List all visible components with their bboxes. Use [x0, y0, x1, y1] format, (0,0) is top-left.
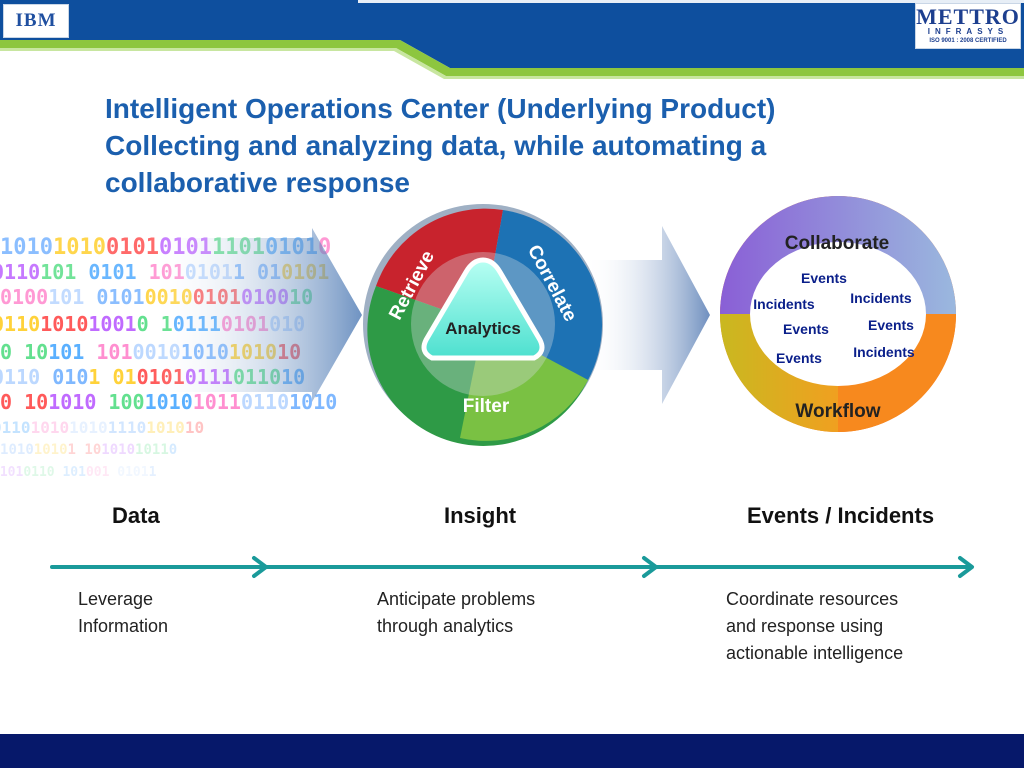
stage-label-events-incidents: Events / Incidents [747, 503, 935, 528]
timeline-arrow-2 [642, 556, 658, 578]
response-item-events: Events [801, 270, 847, 286]
metro-logo-cert: ISO 9001 : 2008 CERTIFIED [929, 38, 1007, 44]
analytics-wheel [363, 204, 603, 446]
response-wheel [720, 196, 956, 432]
desc-line: and response using [726, 616, 884, 636]
analytics-triangle [421, 257, 545, 361]
timeline-arrow-3 [958, 556, 974, 578]
stage-desc-events: Coordinate resources and response using … [726, 586, 903, 667]
ibm-logo: IBM [3, 4, 69, 38]
process-diagram: Analytics Retrieve Correlate Filter Coll… [150, 196, 956, 446]
desc-line: Leverage [78, 589, 154, 609]
footer-bar [0, 734, 1024, 768]
response-item-events: Events [783, 321, 829, 337]
response-item-events: Events [868, 317, 914, 333]
title-line-2: Collecting and analyzing data, while aut… [105, 130, 767, 161]
timeline [50, 556, 974, 578]
filter-segment-label: Filter [463, 396, 510, 417]
response-wheel-center [750, 242, 926, 386]
analytics-center-label: Analytics [445, 319, 521, 338]
metro-logo-name: METTRO [916, 4, 1020, 29]
data-flow-arrow [150, 228, 362, 402]
binary-row: 0 101010 1001010101101101010 [0, 390, 338, 414]
header-banner [0, 0, 1024, 79]
desc-line: Coordinate resources [726, 589, 899, 609]
collaborate-label: Collaborate [785, 233, 890, 254]
workflow-label: Workflow [795, 401, 880, 422]
response-item-events: Events [776, 350, 822, 366]
ibm-logo-text: IBM [15, 10, 57, 31]
slide-title: Intelligent Operations Center (Underlyin… [105, 90, 985, 201]
metro-logo-sub: INFRASYS [927, 27, 1009, 36]
stage-label-data: Data [112, 503, 160, 528]
desc-line: Anticipate problems [377, 589, 536, 609]
insight-flow-arrow [585, 226, 710, 404]
desc-line: through analytics [377, 616, 514, 636]
metro-infrasys-logo: METTRO INFRASYS ISO 9001 : 2008 CERTIFIE… [915, 3, 1021, 49]
response-item-incidents: Incidents [850, 290, 912, 306]
response-item-incidents: Incidents [753, 296, 815, 312]
timeline-arrow-1 [252, 556, 268, 578]
binary-row: 01010110 101001 01011 [0, 465, 157, 480]
desc-line: Information [78, 616, 169, 636]
stage-desc-data: Leverage Information [78, 586, 168, 640]
stage-desc-insight: Anticipate problems through analytics [377, 586, 535, 640]
slide-header: IBM METTRO INFRASYS ISO 9001 : 2008 CERT… [0, 0, 1024, 84]
response-item-incidents: Incidents [853, 344, 915, 360]
title-line-3: collaborative response [105, 167, 411, 198]
title-line-1: Intelligent Operations Center (Underlyin… [105, 93, 776, 124]
binary-row: 101010101 10101010110 [0, 442, 178, 458]
stage-label-insight: Insight [444, 503, 517, 528]
desc-line: actionable intelligence [726, 643, 904, 663]
